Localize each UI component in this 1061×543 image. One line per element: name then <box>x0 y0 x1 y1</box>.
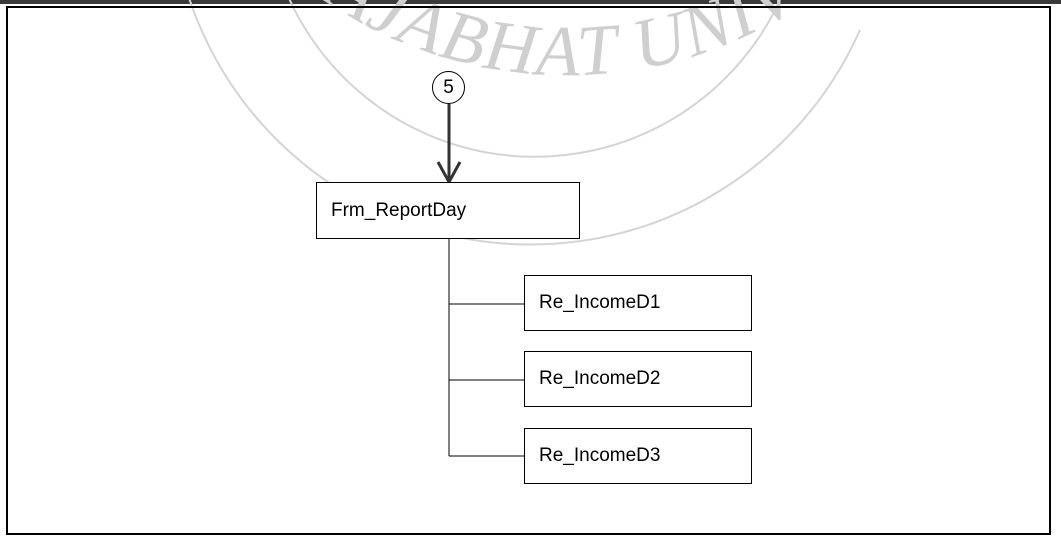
node-frm-reportday: Frm_ReportDay <box>316 182 580 239</box>
connector-number: 5 <box>443 76 454 98</box>
node-label: Re_IncomeD1 <box>539 292 661 313</box>
node-re-incomed1: Re_IncomeD1 <box>524 275 752 331</box>
connector-number-badge: 5 <box>432 71 465 104</box>
node-label: Re_IncomeD3 <box>539 445 661 466</box>
node-re-incomed2: Re_IncomeD2 <box>524 351 752 407</box>
node-label: Re_IncomeD2 <box>539 368 661 389</box>
node-label: Frm_ReportDay <box>331 199 467 221</box>
node-re-incomed3: Re_IncomeD3 <box>524 428 752 484</box>
diagram-frame <box>6 6 1051 535</box>
